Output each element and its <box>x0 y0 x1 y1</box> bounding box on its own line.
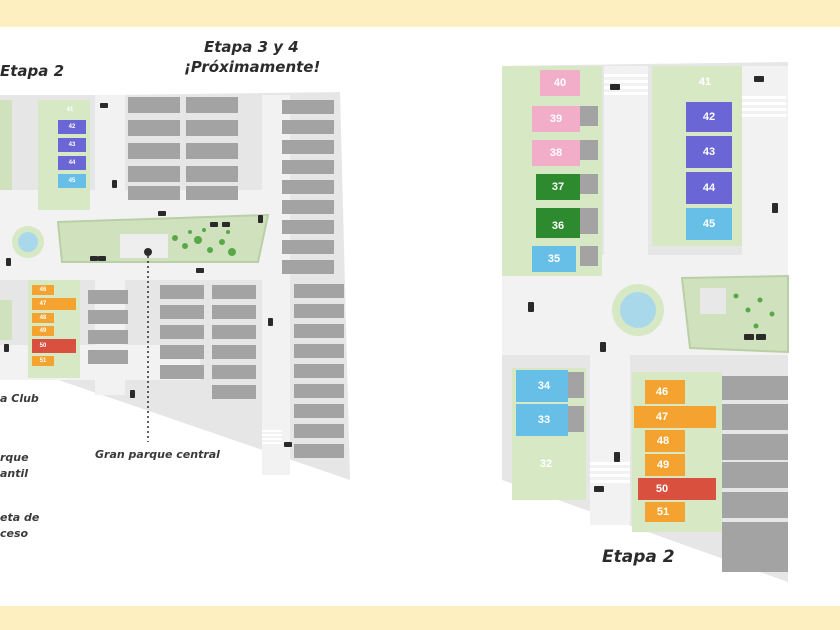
lot-number-left[interactable]: 44 <box>69 160 76 166</box>
lot-number-left[interactable]: 51 <box>40 358 47 364</box>
access-label-line1: eta de <box>0 511 40 524</box>
lot-number-right[interactable]: 48 <box>657 435 669 447</box>
top-band <box>0 0 840 27</box>
park-label-line1: rque <box>0 451 29 464</box>
lot-number-right[interactable]: 49 <box>657 459 669 471</box>
lot-number-right[interactable]: 43 <box>703 146 715 158</box>
lot-number-left[interactable]: 50 <box>40 343 47 349</box>
lot-number-left[interactable]: 48 <box>40 315 47 321</box>
lot-number-right[interactable]: 42 <box>703 111 715 123</box>
lot-number-left[interactable]: 49 <box>40 328 47 334</box>
lot-number-right[interactable]: 36 <box>552 220 564 232</box>
lot-number-right[interactable]: 40 <box>554 77 566 89</box>
stage34-subtitle: ¡Próximamente! <box>184 58 321 76</box>
lot-number-left[interactable]: 41 <box>67 107 74 113</box>
left-map: 41 42 43 44 45 46 47 48 49 50 51 <box>0 92 350 480</box>
lot-number-right[interactable]: 50 <box>656 483 668 495</box>
right-map: 40 39 38 37 36 35 41 42 43 44 45 34 33 32 46 47 48 49 50 51 <box>502 62 789 582</box>
lot-number-left[interactable]: 42 <box>69 124 76 130</box>
park-label-line2: antil <box>0 467 29 480</box>
lot-number-right[interactable]: 35 <box>548 253 560 265</box>
stage34-title: Etapa 3 y 4 <box>204 38 299 56</box>
lot-number-left[interactable]: 46 <box>40 287 47 293</box>
lot-number-left[interactable]: 45 <box>69 178 76 184</box>
lot-number-right[interactable]: 34 <box>538 380 551 392</box>
lot-number-right[interactable]: 45 <box>703 218 715 230</box>
lot-number-right[interactable]: 46 <box>656 386 668 398</box>
left-stage2-title: Etapa 2 <box>0 62 65 80</box>
access-label-line2: ceso <box>0 527 29 540</box>
lot-number-right[interactable]: 33 <box>538 414 550 426</box>
lot-number-right[interactable]: 44 <box>703 182 716 194</box>
right-stage2-title: Etapa 2 <box>602 547 675 567</box>
central-park-label: Gran parque central <box>95 448 220 461</box>
lot-number-right[interactable]: 41 <box>699 76 711 88</box>
lot-number-right[interactable]: 38 <box>550 147 562 159</box>
lot-number-left[interactable]: 47 <box>40 301 47 307</box>
lot-number-right[interactable]: 51 <box>657 506 669 518</box>
bottom-band <box>0 606 840 630</box>
lot-number-left[interactable]: 43 <box>69 142 76 148</box>
club-label: a Club <box>0 392 39 405</box>
lot-number-right[interactable]: 47 <box>656 411 668 423</box>
lot-number-right[interactable]: 32 <box>540 458 552 470</box>
lot-number-right[interactable]: 39 <box>550 113 562 125</box>
lot-number-right[interactable]: 37 <box>552 181 564 193</box>
